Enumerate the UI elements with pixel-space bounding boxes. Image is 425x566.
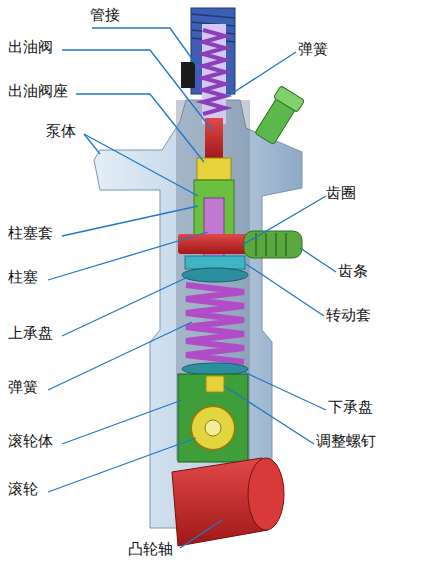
rack-teeth: [256, 233, 286, 256]
adjust-screw: [206, 376, 224, 392]
label-holder: 齿条: [338, 262, 368, 280]
label-holder: 转动套: [326, 306, 371, 324]
part-label: 柱塞: [8, 268, 38, 286]
part-label: 上承盘: [8, 324, 53, 342]
roller-body: [178, 374, 248, 462]
label-holder: 上承盘: [8, 324, 53, 342]
label-holder: 滚轮体: [8, 432, 53, 450]
part-label: 弹簧: [298, 40, 328, 58]
label-holder: 弹簧: [298, 40, 328, 58]
bore: [202, 24, 226, 124]
label-holder: 调整螺钉: [316, 432, 376, 450]
part-label: 泵体: [46, 122, 76, 140]
part-label: 出油阀座: [8, 82, 68, 100]
part-label: 滚轮体: [8, 432, 53, 450]
part-label: 出油阀: [8, 38, 53, 56]
label-holder: 齿圈: [326, 184, 356, 202]
label-holder: 滚轮: [8, 480, 38, 498]
part-label: 柱塞套: [8, 224, 53, 242]
lower-plate: [182, 363, 248, 375]
label-holder: 出油阀: [8, 38, 53, 56]
camshaft-end: [248, 458, 284, 530]
part-label: 齿圈: [326, 184, 356, 202]
rack: [244, 231, 302, 258]
part-label: 管接: [90, 6, 120, 24]
plunger: [204, 198, 224, 264]
label-holder: 管接: [90, 6, 120, 24]
roller: [191, 406, 235, 450]
label-holder: 柱塞: [8, 268, 38, 286]
label-holder: 下承盘: [328, 398, 373, 416]
label-holder: 凸轮轴: [128, 540, 173, 558]
bleed-screw: [252, 86, 304, 147]
roller-axle: [205, 420, 221, 436]
leader-lines: [48, 28, 336, 548]
part-label: 凸轮轴: [128, 540, 173, 558]
upper-plate: [182, 268, 248, 282]
spring: [186, 285, 244, 362]
control-sleeve: [185, 256, 245, 269]
label-holder: 弹簧: [8, 378, 38, 396]
gear-ring: [178, 234, 248, 254]
label-holder: 泵体: [46, 122, 76, 140]
valve-seat: [197, 158, 231, 180]
part-label: 弹簧: [8, 378, 38, 396]
part-label: 滚轮: [8, 480, 38, 498]
nut: [181, 62, 195, 88]
part-label: 调整螺钉: [316, 432, 376, 450]
part-label: 齿条: [338, 262, 368, 280]
label-holder: 出油阀座: [8, 82, 68, 100]
spring: [203, 30, 225, 114]
part-label: 下承盘: [328, 398, 373, 416]
part-label: 转动套: [326, 306, 371, 324]
label-holder: 柱塞套: [8, 224, 53, 242]
